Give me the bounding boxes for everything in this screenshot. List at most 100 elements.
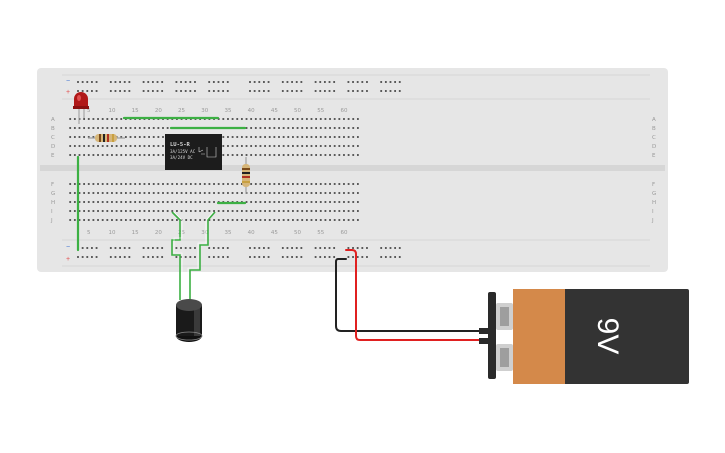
rail-hole[interactable] bbox=[217, 256, 220, 258]
rail-hole[interactable] bbox=[286, 90, 289, 92]
breadboard-hole[interactable] bbox=[213, 192, 215, 194]
breadboard-hole[interactable] bbox=[78, 154, 81, 156]
breadboard-hole[interactable] bbox=[301, 136, 304, 138]
breadboard-hole[interactable] bbox=[134, 154, 137, 156]
breadboard-hole[interactable] bbox=[87, 219, 90, 221]
rail-hole[interactable] bbox=[380, 81, 383, 83]
breadboard-hole[interactable] bbox=[352, 154, 355, 156]
breadboard-hole[interactable] bbox=[83, 219, 86, 221]
rail-hole[interactable] bbox=[208, 81, 211, 83]
breadboard-hole[interactable] bbox=[222, 136, 225, 138]
breadboard-hole[interactable] bbox=[83, 192, 86, 194]
breadboard-hole[interactable] bbox=[143, 127, 146, 129]
breadboard-hole[interactable] bbox=[138, 201, 141, 203]
rail-hole[interactable] bbox=[128, 256, 131, 258]
breadboard-hole[interactable] bbox=[157, 183, 160, 185]
breadboard-hole[interactable] bbox=[347, 192, 350, 194]
breadboard-hole[interactable] bbox=[338, 118, 341, 120]
breadboard-hole[interactable] bbox=[106, 154, 109, 156]
breadboard-hole[interactable] bbox=[222, 219, 225, 221]
breadboard-hole[interactable] bbox=[213, 201, 215, 203]
breadboard-hole[interactable] bbox=[115, 154, 118, 156]
breadboard-hole[interactable] bbox=[264, 145, 266, 147]
breadboard-hole[interactable] bbox=[278, 219, 280, 221]
breadboard-hole[interactable] bbox=[356, 201, 359, 203]
breadboard-hole[interactable] bbox=[97, 118, 99, 120]
breadboard-hole[interactable] bbox=[259, 201, 262, 203]
breadboard-hole[interactable] bbox=[352, 127, 355, 129]
breadboard-hole[interactable] bbox=[250, 192, 253, 194]
breadboard-hole[interactable] bbox=[273, 183, 276, 185]
rail-hole[interactable] bbox=[91, 256, 93, 258]
breadboard-hole[interactable] bbox=[148, 219, 150, 221]
breadboard-hole[interactable] bbox=[227, 219, 229, 221]
breadboard-hole[interactable] bbox=[92, 192, 95, 194]
breadboard-hole[interactable] bbox=[138, 210, 141, 212]
breadboard-hole[interactable] bbox=[166, 201, 169, 203]
breadboard-hole[interactable] bbox=[129, 201, 132, 203]
breadboard-hole[interactable] bbox=[189, 219, 192, 221]
battery-snap[interactable] bbox=[479, 292, 496, 379]
rail-hole[interactable] bbox=[281, 81, 284, 83]
rail-hole[interactable] bbox=[249, 256, 251, 258]
breadboard-hole[interactable] bbox=[213, 210, 215, 212]
rail-hole[interactable] bbox=[281, 247, 284, 249]
breadboard-hole[interactable] bbox=[120, 145, 123, 147]
breadboard-hole[interactable] bbox=[259, 183, 262, 185]
breadboard-hole[interactable] bbox=[115, 127, 118, 129]
rail-hole[interactable] bbox=[314, 247, 317, 249]
rail-hole[interactable] bbox=[77, 81, 79, 83]
breadboard-hole[interactable] bbox=[106, 183, 109, 185]
breadboard-hole[interactable] bbox=[356, 145, 359, 147]
breadboard-hole[interactable] bbox=[292, 127, 294, 129]
breadboard-hole[interactable] bbox=[78, 219, 81, 221]
breadboard-hole[interactable] bbox=[87, 127, 90, 129]
rail-hole[interactable] bbox=[114, 256, 117, 258]
rail-hole[interactable] bbox=[361, 81, 364, 83]
breadboard-hole[interactable] bbox=[194, 210, 197, 212]
breadboard-hole[interactable] bbox=[329, 219, 331, 221]
breadboard-hole[interactable] bbox=[92, 127, 95, 129]
breadboard-hole[interactable] bbox=[296, 136, 299, 138]
breadboard-hole[interactable] bbox=[356, 154, 359, 156]
rail-hole[interactable] bbox=[119, 247, 121, 249]
breadboard-hole[interactable] bbox=[73, 145, 76, 147]
breadboard-hole[interactable] bbox=[124, 154, 127, 156]
rail-hole[interactable] bbox=[356, 81, 359, 83]
breadboard-hole[interactable] bbox=[83, 154, 86, 156]
rail-hole[interactable] bbox=[384, 90, 387, 92]
rail-hole[interactable] bbox=[184, 256, 187, 258]
breadboard-hole[interactable] bbox=[152, 201, 155, 203]
breadboard-hole[interactable] bbox=[120, 127, 123, 129]
resistor-horizontal[interactable] bbox=[88, 134, 125, 142]
rail-hole[interactable] bbox=[263, 81, 265, 83]
breadboard-hole[interactable] bbox=[222, 183, 225, 185]
rail-hole[interactable] bbox=[258, 247, 261, 249]
breadboard-hole[interactable] bbox=[347, 183, 350, 185]
rail-hole[interactable] bbox=[258, 256, 261, 258]
rail-hole[interactable] bbox=[267, 81, 270, 83]
rail-hole[interactable] bbox=[184, 81, 187, 83]
rail-hole[interactable] bbox=[389, 247, 392, 249]
breadboard-hole[interactable] bbox=[148, 145, 150, 147]
breadboard-hole[interactable] bbox=[87, 201, 90, 203]
breadboard-hole[interactable] bbox=[213, 183, 215, 185]
breadboard-hole[interactable] bbox=[347, 210, 350, 212]
breadboard-hole[interactable] bbox=[356, 219, 359, 221]
rail-hole[interactable] bbox=[142, 247, 145, 249]
breadboard-hole[interactable] bbox=[287, 136, 290, 138]
electrolytic-capacitor[interactable] bbox=[175, 299, 203, 342]
breadboard-hole[interactable] bbox=[129, 127, 132, 129]
breadboard-hole[interactable] bbox=[199, 210, 202, 212]
breadboard-hole[interactable] bbox=[217, 118, 220, 120]
breadboard-hole[interactable] bbox=[143, 154, 146, 156]
breadboard-hole[interactable] bbox=[138, 127, 141, 129]
breadboard-hole[interactable] bbox=[315, 183, 318, 185]
breadboard-hole[interactable] bbox=[254, 219, 257, 221]
breadboard-hole[interactable] bbox=[157, 201, 160, 203]
breadboard-hole[interactable] bbox=[236, 192, 239, 194]
breadboard-hole[interactable] bbox=[282, 145, 285, 147]
breadboard-hole[interactable] bbox=[138, 154, 141, 156]
breadboard-hole[interactable] bbox=[217, 210, 220, 212]
